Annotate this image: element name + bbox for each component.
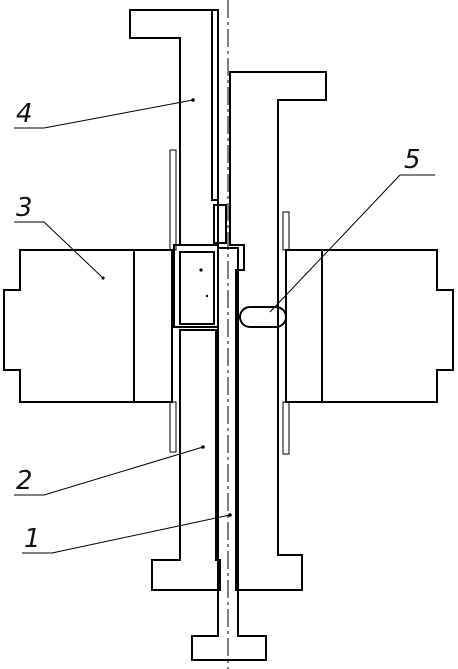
part-5-right-sleeve (229, 71, 327, 591)
label-1: 1 (24, 524, 41, 554)
leader-1: 1 (22, 513, 232, 554)
leader-2: 2 (14, 445, 205, 496)
part-1-central-rod (191, 247, 267, 661)
label-4: 4 (16, 99, 33, 129)
label-5: 5 (404, 145, 421, 175)
leader-3: 3 (14, 193, 104, 279)
part-2-lower-sleeve (151, 329, 221, 591)
insert-block (173, 244, 219, 328)
label-2: 2 (16, 466, 33, 496)
step-block (213, 204, 227, 244)
part-4-upper-sleeve (129, 9, 219, 246)
leader-4: 4 (14, 98, 195, 129)
side-bushings (169, 149, 290, 455)
part-3-housing (3, 249, 454, 403)
leader-5: 5 (269, 145, 435, 313)
part-5-seal-ring (239, 306, 287, 328)
label-3: 3 (16, 193, 33, 223)
